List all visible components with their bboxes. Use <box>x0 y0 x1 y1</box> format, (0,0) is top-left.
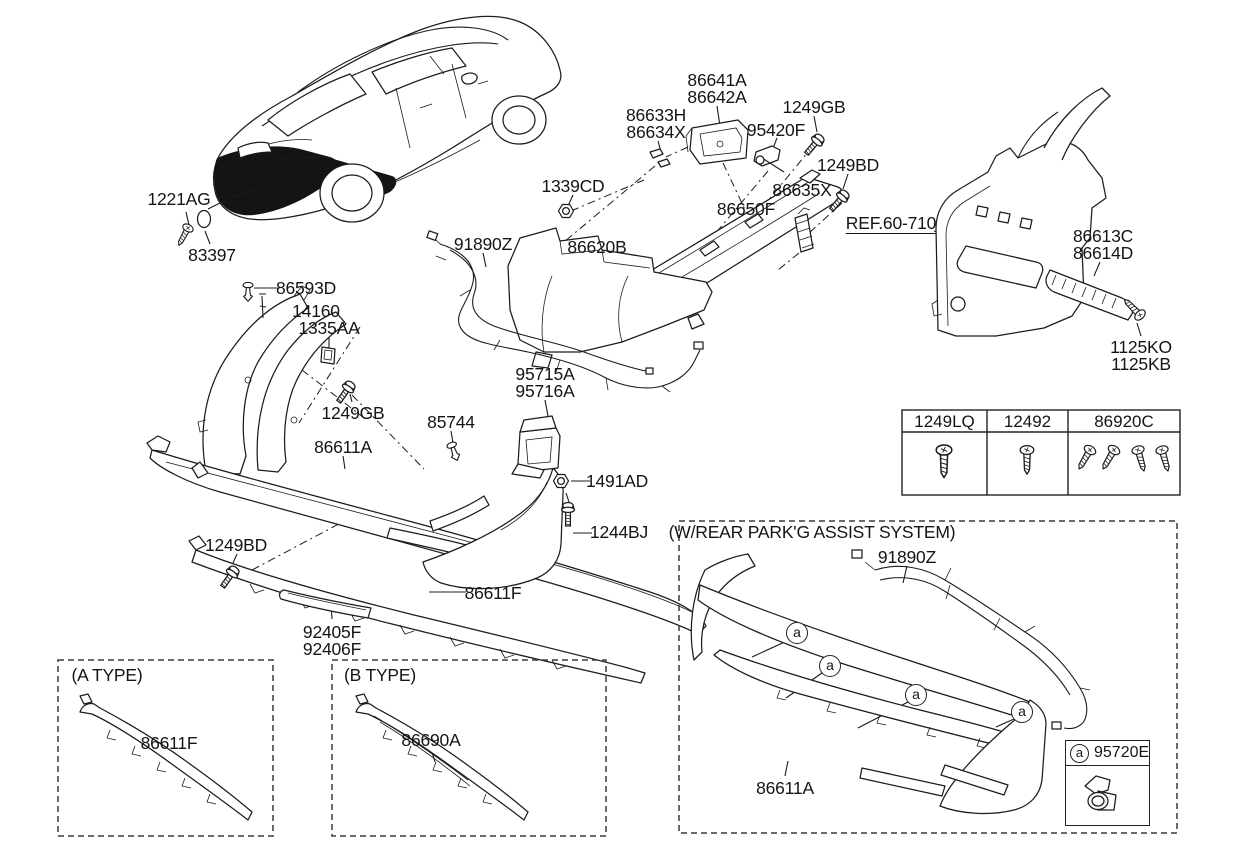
part-86620B-absorber <box>507 227 713 369</box>
part-label: 1221AG <box>147 189 211 209</box>
part-label: (B TYPE) <box>344 665 416 685</box>
part-label: 86620B <box>567 237 627 257</box>
callout-badge: a <box>1070 743 1089 763</box>
part-label: (A TYPE) <box>71 665 143 685</box>
part-label: 86650F <box>716 199 776 219</box>
part-label: 1249BD <box>204 535 268 555</box>
part-label: 1249GB <box>782 97 846 117</box>
part-label: 86633H <box>625 105 687 125</box>
part-bumper-side-piece <box>197 285 347 475</box>
part-label: 86611A <box>756 778 814 798</box>
part-label: 86634X <box>626 122 686 142</box>
part-a-type-trim <box>79 693 253 821</box>
part-86611F-lower-trim <box>188 535 646 684</box>
part-86613C-rail <box>1045 269 1148 323</box>
assembly-guide-lines <box>251 145 1052 571</box>
part-label: 1125KB <box>1111 354 1171 374</box>
part-86641A-bracket <box>685 119 749 165</box>
table-header-86920C: 86920C <box>1094 412 1154 431</box>
part-92405F-reflector <box>278 589 372 619</box>
part-label: 86613C <box>1072 226 1134 246</box>
park-assist-inset-art <box>690 549 1117 815</box>
part-95420F-holder <box>753 145 785 173</box>
part-label: REF.60-710 <box>845 213 937 235</box>
part-label: 1249BD <box>816 155 880 175</box>
part-label: 86641A <box>687 70 747 90</box>
part-label: 95716A <box>515 381 575 401</box>
inset-boxes <box>57 520 1178 837</box>
part-label: 86611A <box>314 437 372 457</box>
table-header-1249LQ: 1249LQ <box>914 412 975 431</box>
part-86633H-clip <box>649 148 671 168</box>
fastener-table-grid <box>901 409 1181 496</box>
part-86635X-strip <box>794 207 815 253</box>
part-label: 86611F <box>140 733 198 753</box>
part-91890Z-harness <box>426 230 704 393</box>
part-label: 86593D <box>275 278 337 298</box>
part-label: 14160 <box>292 301 340 321</box>
part-label: 83397 <box>188 245 236 265</box>
part-label: (W/REAR PARK'G ASSIST SYSTEM) <box>668 522 956 542</box>
part-label: 86690A <box>401 730 461 750</box>
part-label: 95715A <box>515 364 575 384</box>
callout-marker: a <box>819 655 841 677</box>
part-label: 1244BJ <box>589 522 649 542</box>
sensor-part-number: 95720E <box>1094 744 1150 761</box>
part-b-type-trim <box>355 693 529 821</box>
part-label: 92405F <box>302 622 362 642</box>
part-label: 1339CD <box>541 176 605 196</box>
callout-marker: a <box>1011 701 1033 723</box>
table-header-12492: 12492 <box>1003 412 1052 431</box>
fastener-icons <box>173 131 853 592</box>
part-label: 1335AA <box>298 318 360 338</box>
part-label: 86611F <box>464 583 522 603</box>
sensor-legend-box: a 95720E <box>1065 740 1150 826</box>
part-label: 1491AD <box>585 471 649 491</box>
part-label: 91890Z <box>877 547 937 567</box>
part-label: 91890Z <box>453 234 513 254</box>
part-label: 86635X <box>772 180 832 200</box>
part-label: 85744 <box>427 412 475 432</box>
part-label: 95420F <box>746 120 806 140</box>
part-label: 1249GB <box>321 403 385 423</box>
parking-sensor-icon <box>1084 775 1117 811</box>
callout-marker: a <box>786 622 808 644</box>
part-label: 86642A <box>687 87 747 107</box>
callout-marker: a <box>905 684 927 706</box>
part-95715A-module <box>511 415 561 479</box>
car-illustration <box>213 15 562 223</box>
part-label: 1125KO <box>1110 337 1172 357</box>
part-label: 86614D <box>1072 243 1134 263</box>
part-86611A-cover <box>146 435 707 635</box>
part-label: 92406F <box>302 639 362 659</box>
